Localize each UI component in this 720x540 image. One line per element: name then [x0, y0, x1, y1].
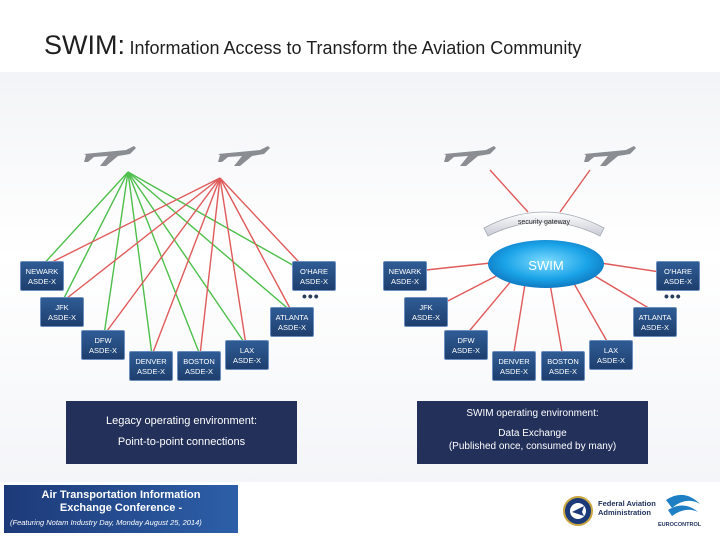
left-green-links	[39, 171, 313, 356]
right-airplane-1-icon	[444, 146, 496, 166]
banner-line-2: Exchange Conference -	[59, 502, 183, 514]
banner-line-3: (Featuring Notam Industry Day, Monday Au…	[10, 518, 202, 527]
swim-caption-sub2: (Published once, consumed by many)	[448, 441, 617, 452]
page-title: SWIM: Information Access to Transform th…	[44, 30, 581, 61]
title-main: SWIM:	[44, 30, 125, 60]
left-red-links	[39, 177, 313, 356]
eurocontrol-logo-icon	[666, 494, 700, 508]
legacy-caption-box: Legacy operating environment: Point-to-p…	[66, 401, 297, 464]
swim-hub-label: SWIM	[528, 258, 563, 273]
security-gateway-arc	[483, 211, 605, 237]
eurocontrol-logo-swoosh	[668, 505, 698, 516]
gateway-label: security gateway	[518, 219, 571, 226]
dot-seal-eagle-icon	[572, 506, 584, 516]
legacy-caption-head: Legacy operating environment:	[105, 415, 258, 427]
right-node-links	[425, 261, 661, 353]
right-airplane-2-icon	[584, 146, 636, 166]
left-more-indicator: •••	[302, 288, 320, 304]
right-more-indicator: •••	[664, 288, 682, 304]
faa-line-2: Administration	[598, 508, 651, 517]
faa-line-1: Federal Aviation	[598, 499, 656, 508]
swim-caption-head: SWIM operating environment:	[466, 408, 599, 419]
legacy-caption-sub: Point-to-point connections	[117, 436, 246, 448]
swim-caption-sub1: Data Exchange	[498, 428, 567, 439]
left-airplane-1-icon	[84, 146, 136, 166]
conference-banner: Air Transportation Information Exchange …	[4, 485, 238, 533]
swim-caption-box: SWIM operating environment: Data Exchang…	[417, 401, 648, 464]
right-plane-links	[489, 169, 591, 213]
title-sub: Information Access to Transform the Avia…	[129, 38, 582, 58]
left-airplane-2-icon	[218, 146, 270, 166]
swim-hub	[488, 240, 604, 288]
faa-wordmark: Federal Aviation Administration	[598, 499, 656, 517]
eurocontrol-wordmark: EUROCONTROL	[658, 522, 702, 528]
banner-line-1: Air Transportation Information	[41, 489, 201, 501]
